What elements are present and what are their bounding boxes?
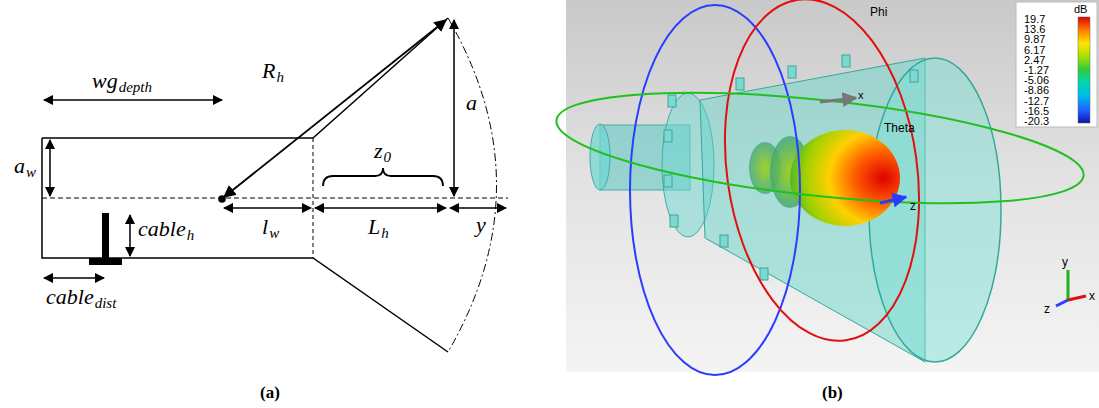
horn-wall xyxy=(42,18,448,138)
shape-part xyxy=(1056,300,1068,306)
dimension-arrow xyxy=(129,215,131,256)
shape-part xyxy=(1067,270,1070,300)
colorbar xyxy=(1078,17,1090,123)
waveguide-end xyxy=(590,124,610,190)
unit-label: dB xyxy=(1074,4,1087,15)
shape-part xyxy=(664,175,672,187)
dimension-label: L xyxy=(368,216,380,238)
colorbar-panel xyxy=(1016,2,1097,127)
axis-label: z xyxy=(1044,303,1050,315)
shape-part xyxy=(736,78,744,90)
shape-part xyxy=(1068,296,1086,300)
dimension-label: R xyxy=(262,60,275,82)
z-axis-arrow xyxy=(880,197,906,203)
dimension-arrow xyxy=(315,207,446,209)
panel-caption: (b) xyxy=(822,384,843,401)
dimension-label: wg xyxy=(92,70,118,92)
axis-label: Phi xyxy=(870,6,887,18)
x-axis-arrow xyxy=(820,98,856,102)
axis-label: y xyxy=(1062,256,1068,268)
shape-part xyxy=(670,215,678,227)
brace xyxy=(323,168,443,186)
dimension-label: a xyxy=(14,155,25,177)
probe-pin xyxy=(102,213,109,258)
radius-arrow xyxy=(224,20,446,197)
dimension-arrow xyxy=(44,99,222,101)
shape-part xyxy=(664,130,672,142)
horn-aperture xyxy=(869,58,1001,362)
dimension-label: cable xyxy=(46,286,94,308)
main-lobe xyxy=(790,130,900,226)
subscript: h xyxy=(187,228,195,243)
shape-part xyxy=(668,95,676,107)
dimension-label: l xyxy=(262,216,268,238)
horn-3d xyxy=(551,0,1088,375)
bolts xyxy=(664,55,918,280)
dimension-label: y xyxy=(476,214,486,236)
dimension-arrow xyxy=(49,140,51,196)
shape-part xyxy=(788,66,796,78)
axis-line xyxy=(42,198,508,199)
dimension-arrow xyxy=(453,20,455,196)
connector-base xyxy=(89,258,122,265)
colorbar-value: -20.3 xyxy=(1024,116,1049,127)
shape-part xyxy=(720,235,728,247)
dimension-arrow xyxy=(44,277,104,279)
subscript: h xyxy=(381,226,389,241)
subscript: w xyxy=(26,165,36,180)
render-background xyxy=(566,0,1099,372)
dimension-arrow xyxy=(450,207,506,209)
axes-icon xyxy=(1056,270,1086,306)
theta-ring xyxy=(704,0,940,354)
subscript: dist xyxy=(95,296,117,311)
subscript: depth xyxy=(119,80,152,95)
shape-part xyxy=(842,55,850,67)
shape-part xyxy=(760,268,768,280)
horn-wall xyxy=(42,138,448,352)
shape-part xyxy=(910,70,918,82)
subscript: w xyxy=(269,226,279,241)
horn-cross-section xyxy=(42,18,508,352)
axis-label: x xyxy=(1089,290,1095,302)
dimension-label: cable xyxy=(138,218,186,240)
subscript: 0 xyxy=(384,150,392,165)
dimension-arrow xyxy=(224,207,311,209)
dimension-label: z xyxy=(374,140,383,162)
axis-label: x xyxy=(858,90,864,101)
axis-label: Theta xyxy=(884,122,915,134)
panel-caption: (a) xyxy=(260,384,280,401)
axis-label: z xyxy=(910,200,916,212)
azimuth-ring xyxy=(551,73,1088,224)
subscript: h xyxy=(276,70,284,85)
aperture-arc xyxy=(448,18,497,352)
throat-line xyxy=(313,138,314,258)
dimension-label: a xyxy=(466,92,477,114)
